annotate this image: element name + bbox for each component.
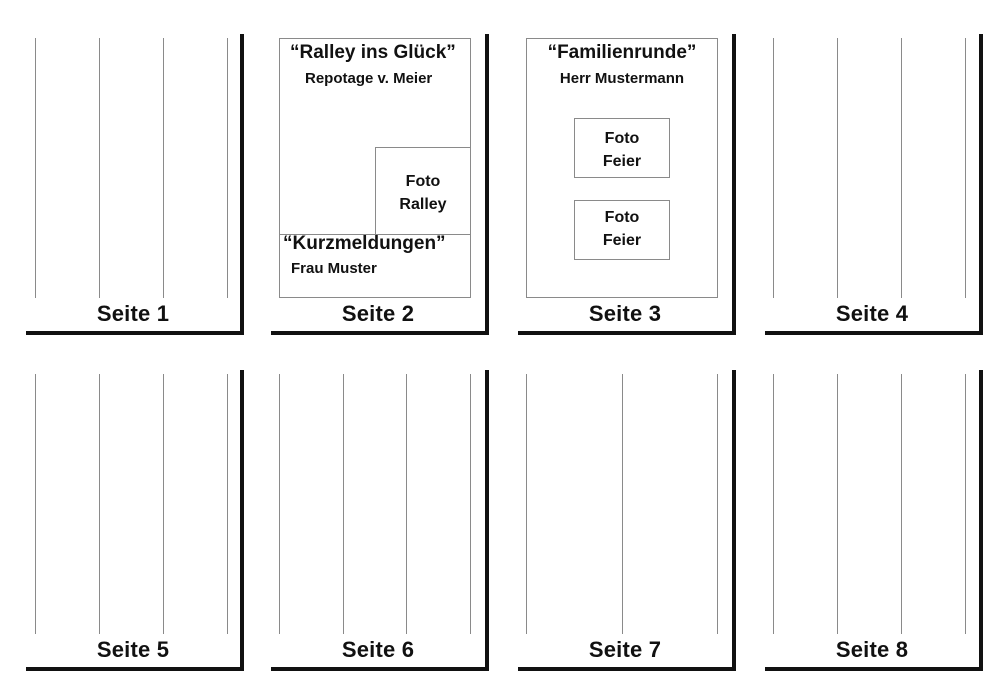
page-label: Seite 4 [835,301,909,326]
page-2: “Ralley ins Glück” Repotage v. Meier Fot… [271,34,489,335]
page-shadow-right [240,34,244,335]
photo-label-line1: Foto [405,173,441,190]
column-guide [470,374,471,634]
page-3: “Familienrunde” Herr Mustermann Foto Fei… [518,34,736,335]
page-shadow-right [979,34,983,335]
page-shadow-bottom [765,667,979,671]
column-guide [901,374,902,634]
page-label: Seite 5 [96,637,170,662]
column-guide [965,374,966,634]
page-shadow-bottom [765,331,979,335]
column-guide [622,374,623,634]
page-shadow-bottom [271,331,485,335]
page-label: Seite 2 [341,301,415,326]
article-title: “Kurzmeldungen” [283,233,446,254]
column-guide [35,38,36,298]
photo-box [574,200,670,260]
column-guide [526,374,527,634]
column-guide [99,374,100,634]
photo-label-line2: Feier [602,232,642,249]
page-shadow-right [240,370,244,671]
page-shadow-right [485,370,489,671]
article-author: Frau Muster [291,260,377,277]
page-label: Seite 6 [341,637,415,662]
article-author: Herr Mustermann [559,70,685,87]
photo-box [375,147,471,235]
column-guide [965,38,966,298]
column-guide [773,374,774,634]
page-4: Seite 4 [765,34,983,335]
photo-placeholder: Foto Feier [574,127,670,173]
column-guide [227,38,228,298]
layout-frame [526,38,718,298]
page-6: Seite 6 [271,370,489,671]
column-guide [406,374,407,634]
page-shadow-bottom [26,331,240,335]
page-1: Seite 1 [26,34,244,335]
column-guide [99,38,100,298]
page-shadow-right [732,370,736,671]
column-guide [163,374,164,634]
column-guide [773,38,774,298]
article-author: Repotage v. Meier [305,70,433,87]
article-title: “Ralley ins Glück” [290,42,456,63]
page-label: Seite 7 [588,637,662,662]
photo-label-line1: Foto [604,209,640,226]
column-guide [837,374,838,634]
page-7: Seite 7 [518,370,736,671]
photo-label-line1: Foto [604,130,640,147]
column-guide [343,374,344,634]
page-shadow-bottom [518,667,732,671]
photo-placeholder: Foto Feier [574,206,670,252]
column-guide [837,38,838,298]
photo-label-line2: Feier [602,153,642,170]
page-label: Seite 8 [835,637,909,662]
article-divider [279,234,375,235]
column-guide [163,38,164,298]
column-guide [279,374,280,634]
page-shadow-bottom [518,331,732,335]
page-shadow-bottom [26,667,240,671]
column-guide [227,374,228,634]
page-5: Seite 5 [26,370,244,671]
page-shadow-right [485,34,489,335]
photo-label-line2: Ralley [399,196,447,213]
page-shadow-right [732,34,736,335]
page-label: Seite 1 [96,301,170,326]
column-guide [901,38,902,298]
column-guide [35,374,36,634]
photo-placeholder: Foto Ralley [375,170,471,216]
column-guide [717,374,718,634]
page-label: Seite 3 [588,301,662,326]
photo-box [574,118,670,178]
article-title: “Familienrunde” [547,42,697,63]
page-shadow-right [979,370,983,671]
page-shadow-bottom [271,667,485,671]
page-8: Seite 8 [765,370,983,671]
